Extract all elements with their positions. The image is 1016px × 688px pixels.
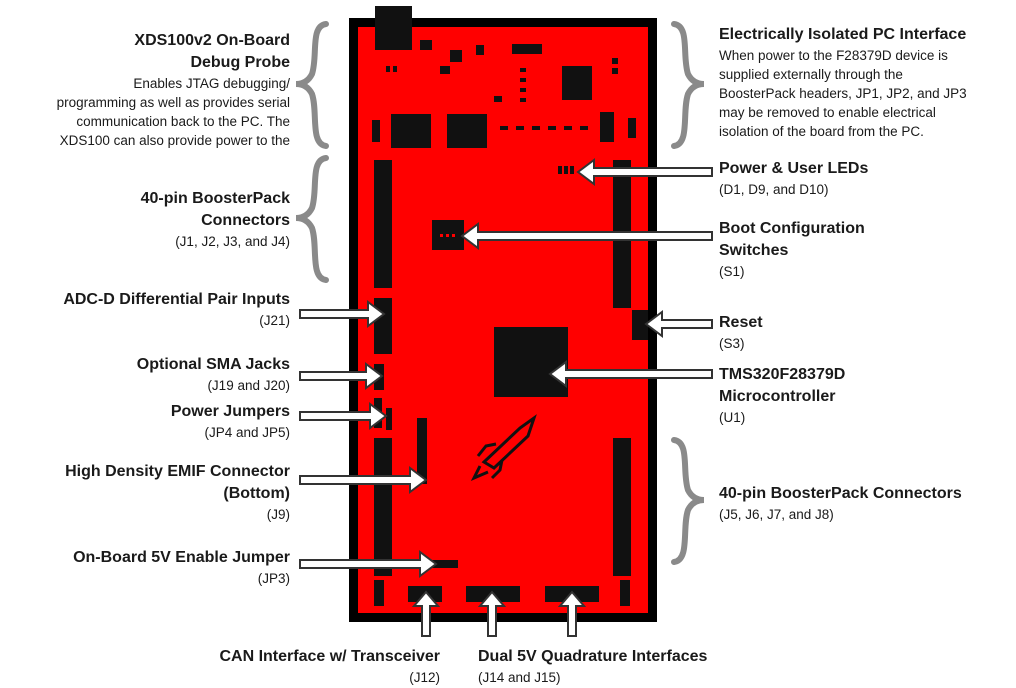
adc-title: ADC-D Differential Pair Inputs (63, 291, 290, 308)
label-quad: Dual 5V Quadrature Interfaces (J14 and J… (478, 646, 768, 687)
emif-title-2: (Bottom) (223, 485, 290, 502)
arrow-reset (644, 310, 713, 338)
arrow-5v (299, 550, 438, 578)
right-headers (613, 160, 648, 606)
label-booster-right: 40-pin BoosterPack Connectors (J5, J6, J… (719, 483, 1014, 524)
sma-title: Optional SMA Jacks (136, 356, 290, 373)
label-sma: Optional SMA Jacks (J19 and J20) (0, 354, 290, 395)
brace-isolated (671, 21, 705, 149)
xds100-title-1: XDS100v2 On-Board (134, 32, 290, 49)
brace-xds100 (295, 21, 329, 149)
quad-title: Dual 5V Quadrature Interfaces (478, 648, 708, 665)
label-adc: ADC-D Differential Pair Inputs (J21) (0, 289, 290, 330)
rocket-logo (470, 414, 537, 481)
leds-sub: (D1, D9, and D10) (719, 182, 829, 197)
booster-right-title: 40-pin BoosterPack Connectors (719, 485, 962, 502)
arrow-sma (299, 362, 384, 390)
isolated-desc-5: isolation of the board from the PC. (719, 124, 924, 139)
boot-sub: (S1) (719, 264, 745, 279)
isolated-desc-1: When power to the F28379D device is (719, 48, 948, 63)
can-sub: (J12) (409, 670, 440, 685)
label-emif: High Density EMIF Connector (Bottom) (J9… (0, 461, 290, 524)
sma-sub: (J19 and J20) (207, 378, 290, 393)
reset-button (632, 310, 648, 340)
boot-title-2: Switches (719, 242, 789, 259)
power-jumpers-title: Power Jumpers (170, 403, 290, 420)
label-5v-enable: On-Board 5V Enable Jumper (JP3) (0, 547, 290, 588)
arrow-quad-2 (557, 590, 587, 637)
label-xds100: XDS100v2 On-Board Debug Probe Enables JT… (0, 30, 290, 150)
xds100-desc-1: Enables JTAG debugging/ (133, 76, 290, 91)
usb-connector (375, 6, 412, 50)
leds-title: Power & User LEDs (719, 160, 869, 177)
emif-title-1: High Density EMIF Connector (65, 463, 290, 480)
emif-connector (417, 418, 427, 484)
arrow-mcu (548, 360, 713, 388)
mcu-chip (494, 327, 568, 397)
arrow-power-jumpers (299, 402, 388, 430)
arrow-can (411, 590, 441, 637)
arrow-boot (460, 222, 713, 250)
label-reset: Reset (S3) (719, 312, 1009, 353)
isolated-title: Electrically Isolated PC Interface (719, 26, 967, 43)
arrow-emif (299, 466, 428, 494)
isolated-desc-2: supplied externally through the (719, 67, 903, 82)
booster-left-title-2: Connectors (201, 212, 290, 229)
xds100-title-2: Debug Probe (190, 54, 290, 71)
label-booster-left: 40-pin BoosterPack Connectors (J1, J2, J… (0, 188, 290, 251)
header-j7 (613, 438, 631, 576)
label-leds: Power & User LEDs (D1, D9, and D10) (719, 158, 1009, 199)
booster-left-sub: (J1, J2, J3, and J4) (175, 234, 290, 249)
adc-sub: (J21) (259, 313, 290, 328)
arrow-quad-1 (477, 590, 507, 637)
quad-sub: (J14 and J15) (478, 670, 561, 685)
can-title: CAN Interface w/ Transceiver (219, 648, 440, 665)
label-isolated: Electrically Isolated PC Interface When … (719, 24, 1014, 141)
header-j1 (374, 160, 392, 288)
enable5v-sub: (JP3) (257, 571, 290, 586)
xds100-desc-2: programming as well as provides serial (56, 95, 290, 110)
xds100-desc-4: XDS100 can also provide power to the (59, 133, 290, 148)
booster-right-sub: (J5, J6, J7, and J8) (719, 507, 834, 522)
header-j21 (374, 298, 392, 354)
header-j3 (374, 438, 392, 576)
brace-booster-right (671, 437, 705, 565)
label-boot: Boot Configuration Switches (S1) (719, 218, 1009, 281)
arrow-adc (299, 300, 386, 328)
isolated-desc-4: may be removed to enable electrical (719, 105, 936, 120)
mcu-title-2: Microcontroller (719, 388, 836, 405)
mcu-sub: (U1) (719, 410, 746, 425)
boot-title-1: Boot Configuration (719, 220, 865, 237)
brace-booster-left (295, 155, 329, 283)
mcu-title-1: TMS320F28379D (719, 366, 846, 383)
label-power-jumpers: Power Jumpers (JP4 and JP5) (0, 401, 290, 442)
label-mcu: TMS320F28379D Microcontroller (U1) (719, 364, 1009, 427)
reset-title: Reset (719, 314, 763, 331)
emif-sub: (J9) (266, 507, 290, 522)
label-can: CAN Interface w/ Transceiver (J12) (170, 646, 440, 687)
leds (558, 166, 574, 174)
isolated-desc-3: BoosterPack headers, JP1, JP2, and JP3 (719, 86, 967, 101)
arrow-leds (576, 158, 713, 186)
xds100-desc-3: communication back to the PC. The (76, 114, 290, 129)
enable5v-title: On-Board 5V Enable Jumper (73, 549, 290, 566)
booster-left-title-1: 40-pin BoosterPack (140, 190, 290, 207)
jumper-jp3 (428, 560, 458, 568)
xds100-components (372, 40, 636, 148)
power-jumpers-sub: (JP4 and JP5) (204, 425, 290, 440)
reset-sub: (S3) (719, 336, 745, 351)
